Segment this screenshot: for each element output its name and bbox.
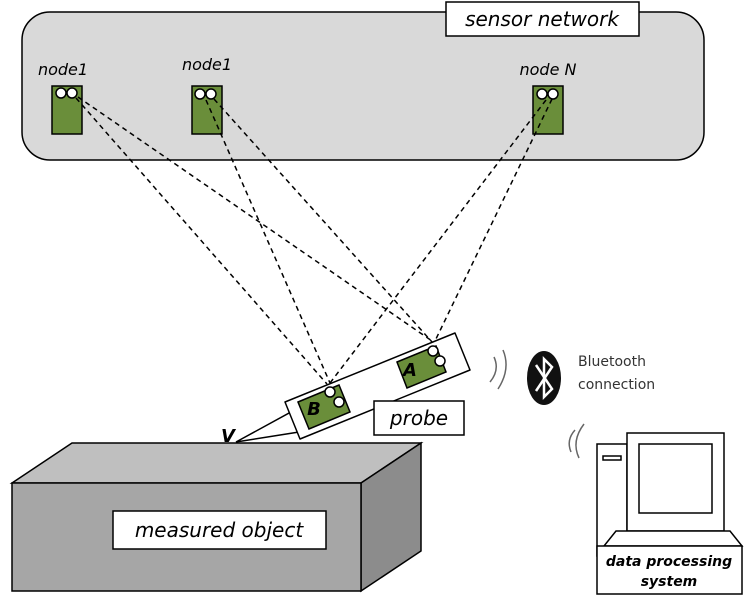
sensor-network-title: sensor network <box>465 7 620 31</box>
computer-keyboard <box>602 530 744 547</box>
node-label-2: node1 <box>182 55 232 74</box>
probe-wireless-waves <box>489 349 507 390</box>
object-label-box <box>112 510 327 550</box>
computer-label-line1: data processing <box>606 554 732 570</box>
bluetooth-icon <box>527 351 561 405</box>
line-node2-a <box>213 98 433 343</box>
distance-lines <box>75 96 553 385</box>
sensor-node-1 <box>51 85 83 135</box>
computer-label-box <box>596 545 743 595</box>
probe-point-a-label: A <box>401 360 417 381</box>
computer-wireless-waves <box>568 423 585 459</box>
computer-icon <box>596 432 744 595</box>
probe-tip-label: V <box>221 426 237 447</box>
object-label: measured object <box>135 518 305 542</box>
computer-screen <box>638 443 713 514</box>
sensor-network-title-box <box>445 1 640 37</box>
line-node1-b <box>75 97 328 385</box>
bluetooth-label-line1: Bluetooth <box>578 354 646 370</box>
bluetooth-label-line2: connection <box>578 377 655 393</box>
node-label-n: node N <box>520 60 577 79</box>
line-node2-b <box>205 99 331 384</box>
probe-point-b-label: B <box>307 399 321 420</box>
computer-label-line2: system <box>641 574 698 590</box>
probe-label: probe <box>389 406 448 430</box>
probe-tip <box>235 410 301 443</box>
node-label-1: node1 <box>38 60 88 79</box>
sensor-node-n <box>532 85 564 135</box>
probe <box>235 332 471 443</box>
object-top-face <box>9 442 424 484</box>
probe-label-box <box>373 400 465 436</box>
